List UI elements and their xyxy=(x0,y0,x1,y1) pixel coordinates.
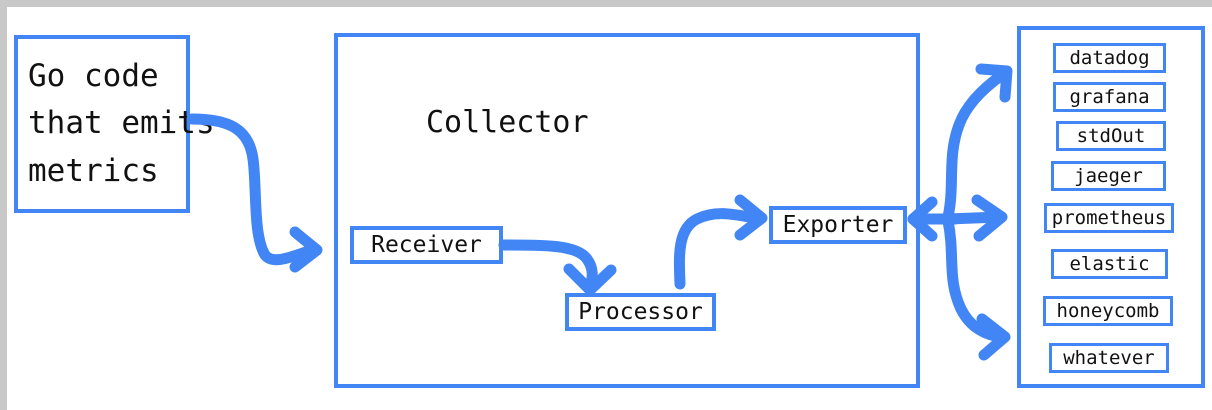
backend-item-datadog[interactable]: datadog xyxy=(1053,43,1166,73)
backends-container[interactable]: datadog grafana stdOut jaeger prometheus… xyxy=(1017,26,1205,388)
go-code-source-box[interactable]: Go code that emits metrics xyxy=(14,35,215,213)
receiver-label: Receiver xyxy=(371,232,482,258)
backend-item-grafana[interactable]: grafana xyxy=(1053,82,1166,112)
exporter-box[interactable]: Exporter xyxy=(769,206,907,244)
arrow-exporter-fanout-down xyxy=(942,215,1011,361)
backend-item-elastic[interactable]: elastic xyxy=(1051,249,1168,279)
backend-item-jaeger[interactable]: jaeger xyxy=(1051,161,1166,191)
exporter-label: Exporter xyxy=(782,212,894,238)
backend-item-honeycomb[interactable]: honeycomb xyxy=(1043,296,1173,326)
processor-label: Processor xyxy=(578,299,703,325)
backend-label: datadog xyxy=(1069,47,1150,69)
receiver-box[interactable]: Receiver xyxy=(350,226,503,264)
backend-label: prometheus xyxy=(1051,207,1167,229)
arrow-exporter-fanout-mid xyxy=(942,194,1008,242)
backend-label: jaeger xyxy=(1074,165,1143,187)
backend-item-stdout[interactable]: stdOut xyxy=(1056,121,1166,151)
backend-label: honeycomb xyxy=(1056,300,1160,322)
backend-label: elastic xyxy=(1069,253,1150,275)
processor-box[interactable]: Processor xyxy=(565,293,716,331)
source-line-1: Go code xyxy=(28,58,159,95)
source-line-2: that emits xyxy=(28,105,215,142)
backend-label: stdOut xyxy=(1076,125,1146,147)
backend-item-prometheus[interactable]: prometheus xyxy=(1044,203,1174,233)
backend-label: grafana xyxy=(1069,86,1150,108)
source-line-3: metrics xyxy=(28,152,159,189)
arrow-exporter-fanout-up xyxy=(942,63,1013,223)
backend-item-whatever[interactable]: whatever xyxy=(1049,343,1169,373)
backend-label: whatever xyxy=(1063,347,1155,369)
collector-title: Collector xyxy=(426,105,589,140)
